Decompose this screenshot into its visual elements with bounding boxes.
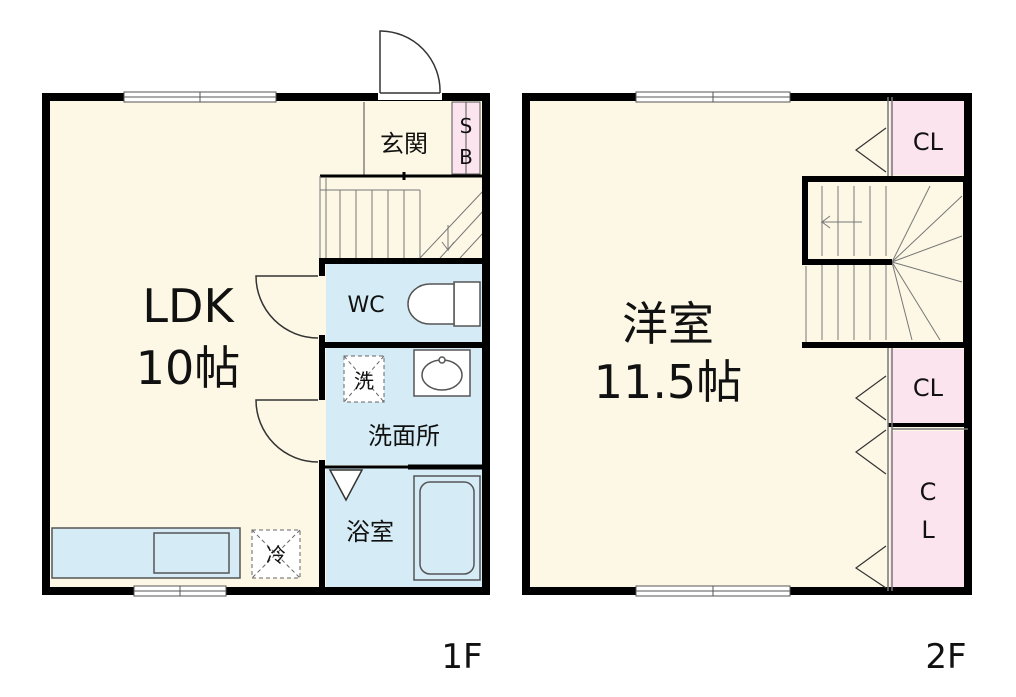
entrance-door xyxy=(378,30,442,100)
fridge-mark-label: 冷 xyxy=(266,543,286,567)
kitchen-sink xyxy=(153,532,230,574)
western-room-name-label: 洋室 xyxy=(622,297,714,351)
closet-middle xyxy=(890,349,964,425)
toilet-fixture xyxy=(407,281,481,327)
closet-doors xyxy=(854,127,887,589)
bathtub xyxy=(413,475,481,581)
stairs-1f xyxy=(319,176,485,260)
second-floor-label: 2F xyxy=(925,637,966,677)
washroom-label: 洗面所 xyxy=(368,422,440,450)
western-room-size-label: 11.5帖 xyxy=(594,355,742,409)
closet-bottom xyxy=(890,431,964,587)
bathroom-label: 浴室 xyxy=(346,518,394,546)
wash-basin xyxy=(413,349,471,397)
first-floor-label: 1F xyxy=(441,637,482,677)
closet-top-label: CL xyxy=(913,128,944,156)
door-swings-1f xyxy=(255,275,364,502)
first-floor-plan: LDK 10帖 玄関 S B WC 洗 洗面所 浴室 冷 xyxy=(42,30,490,597)
shoe-box-label-bottom: B xyxy=(459,145,473,169)
closet-middle-label: CL xyxy=(913,374,944,402)
entrance-label: 玄関 xyxy=(380,130,428,158)
closet-bottom-label-1: C xyxy=(920,478,937,506)
washer-mark-label: 洗 xyxy=(354,369,374,393)
ldk-name-label: LDK xyxy=(142,279,235,333)
closet-bottom-label-2: L xyxy=(921,516,935,544)
shoe-box-label-top: S xyxy=(460,114,473,138)
ldk-size-label: 10帖 xyxy=(136,341,241,395)
closet-top xyxy=(890,101,964,175)
wc-label: WC xyxy=(347,293,384,318)
second-floor-plan: 洋室 11.5帖 CL CL C L xyxy=(522,91,972,597)
